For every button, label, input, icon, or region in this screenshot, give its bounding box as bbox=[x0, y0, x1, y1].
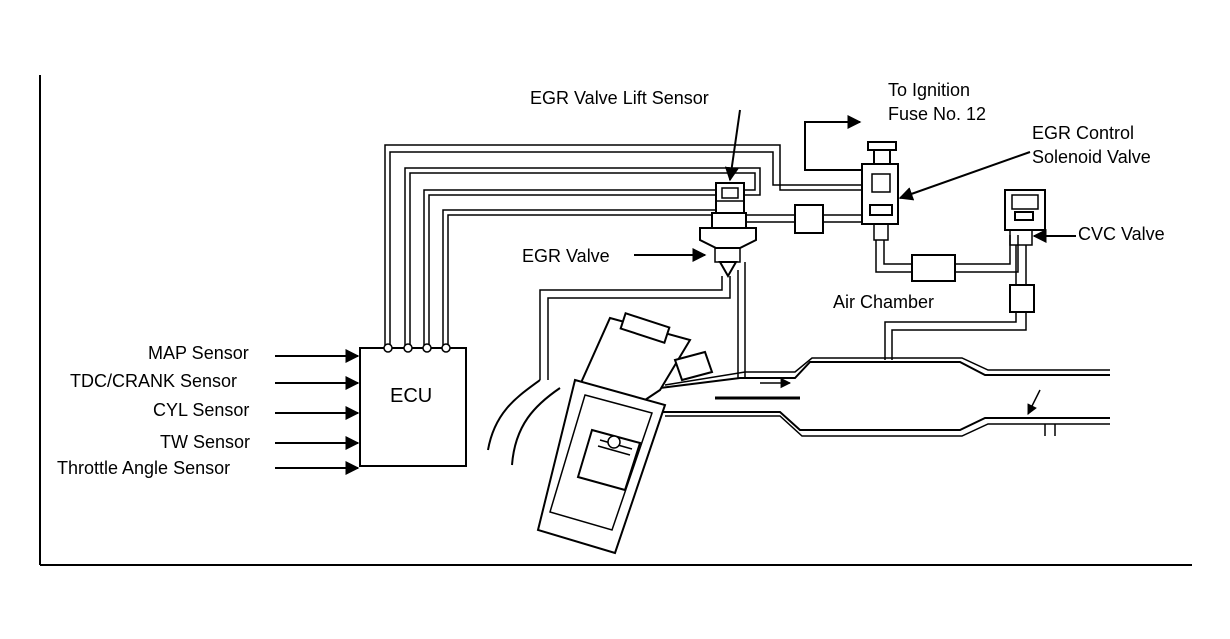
egr-control-label-line1: EGR Control bbox=[1032, 123, 1134, 143]
egr-valve-lift-sensor-label: EGR Valve Lift Sensor bbox=[530, 88, 709, 108]
ecu-terminal-1 bbox=[383, 343, 393, 353]
tw-sensor-label: TW Sensor bbox=[160, 432, 250, 452]
egr-vacuum-hose bbox=[745, 214, 862, 223]
engine-cylinder bbox=[536, 312, 714, 555]
egr-valve-lift-sensor bbox=[715, 182, 745, 214]
egr-control-label-line2: Solenoid Valve bbox=[1032, 147, 1151, 167]
intake-manifold bbox=[659, 357, 1110, 437]
ignition-wire bbox=[804, 115, 870, 171]
ecu-terminal-3 bbox=[422, 343, 432, 353]
map-sensor-label: MAP Sensor bbox=[148, 343, 249, 363]
ecu-terminal-4 bbox=[441, 343, 451, 353]
cvc-valve bbox=[1004, 189, 1046, 246]
ignition-label-line1: To Ignition bbox=[888, 80, 970, 100]
tdc-crank-sensor-label: TDC/CRANK Sensor bbox=[70, 371, 237, 391]
ecu-box bbox=[359, 347, 467, 467]
vacuum-filter bbox=[794, 204, 824, 234]
cvc-valve-label: CVC Valve bbox=[1078, 224, 1165, 244]
egr-control-arrow bbox=[898, 151, 1031, 201]
cvc-intake-hose bbox=[884, 245, 1027, 360]
egr-valve bbox=[699, 212, 757, 279]
ecu-label: ECU bbox=[390, 385, 432, 407]
ignition-label-line2: Fuse No. 12 bbox=[888, 104, 986, 124]
egr-control-solenoid-valve bbox=[861, 141, 899, 241]
cyl-sensor-label: CYL Sensor bbox=[153, 400, 249, 420]
egr-pipe bbox=[539, 262, 746, 380]
cvc-filter bbox=[1009, 284, 1035, 313]
ecu-wiring bbox=[384, 144, 862, 345]
egr-valve-label: EGR Valve bbox=[522, 246, 610, 266]
throttle-angle-sensor-label: Throttle Angle Sensor bbox=[57, 458, 230, 478]
air-chamber bbox=[911, 254, 956, 282]
egr-valve-lift-sensor-arrow bbox=[724, 109, 741, 182]
exhaust-port bbox=[487, 379, 561, 466]
air-chamber-label: Air Chamber bbox=[833, 292, 934, 312]
ecu-terminal-2 bbox=[403, 343, 413, 353]
